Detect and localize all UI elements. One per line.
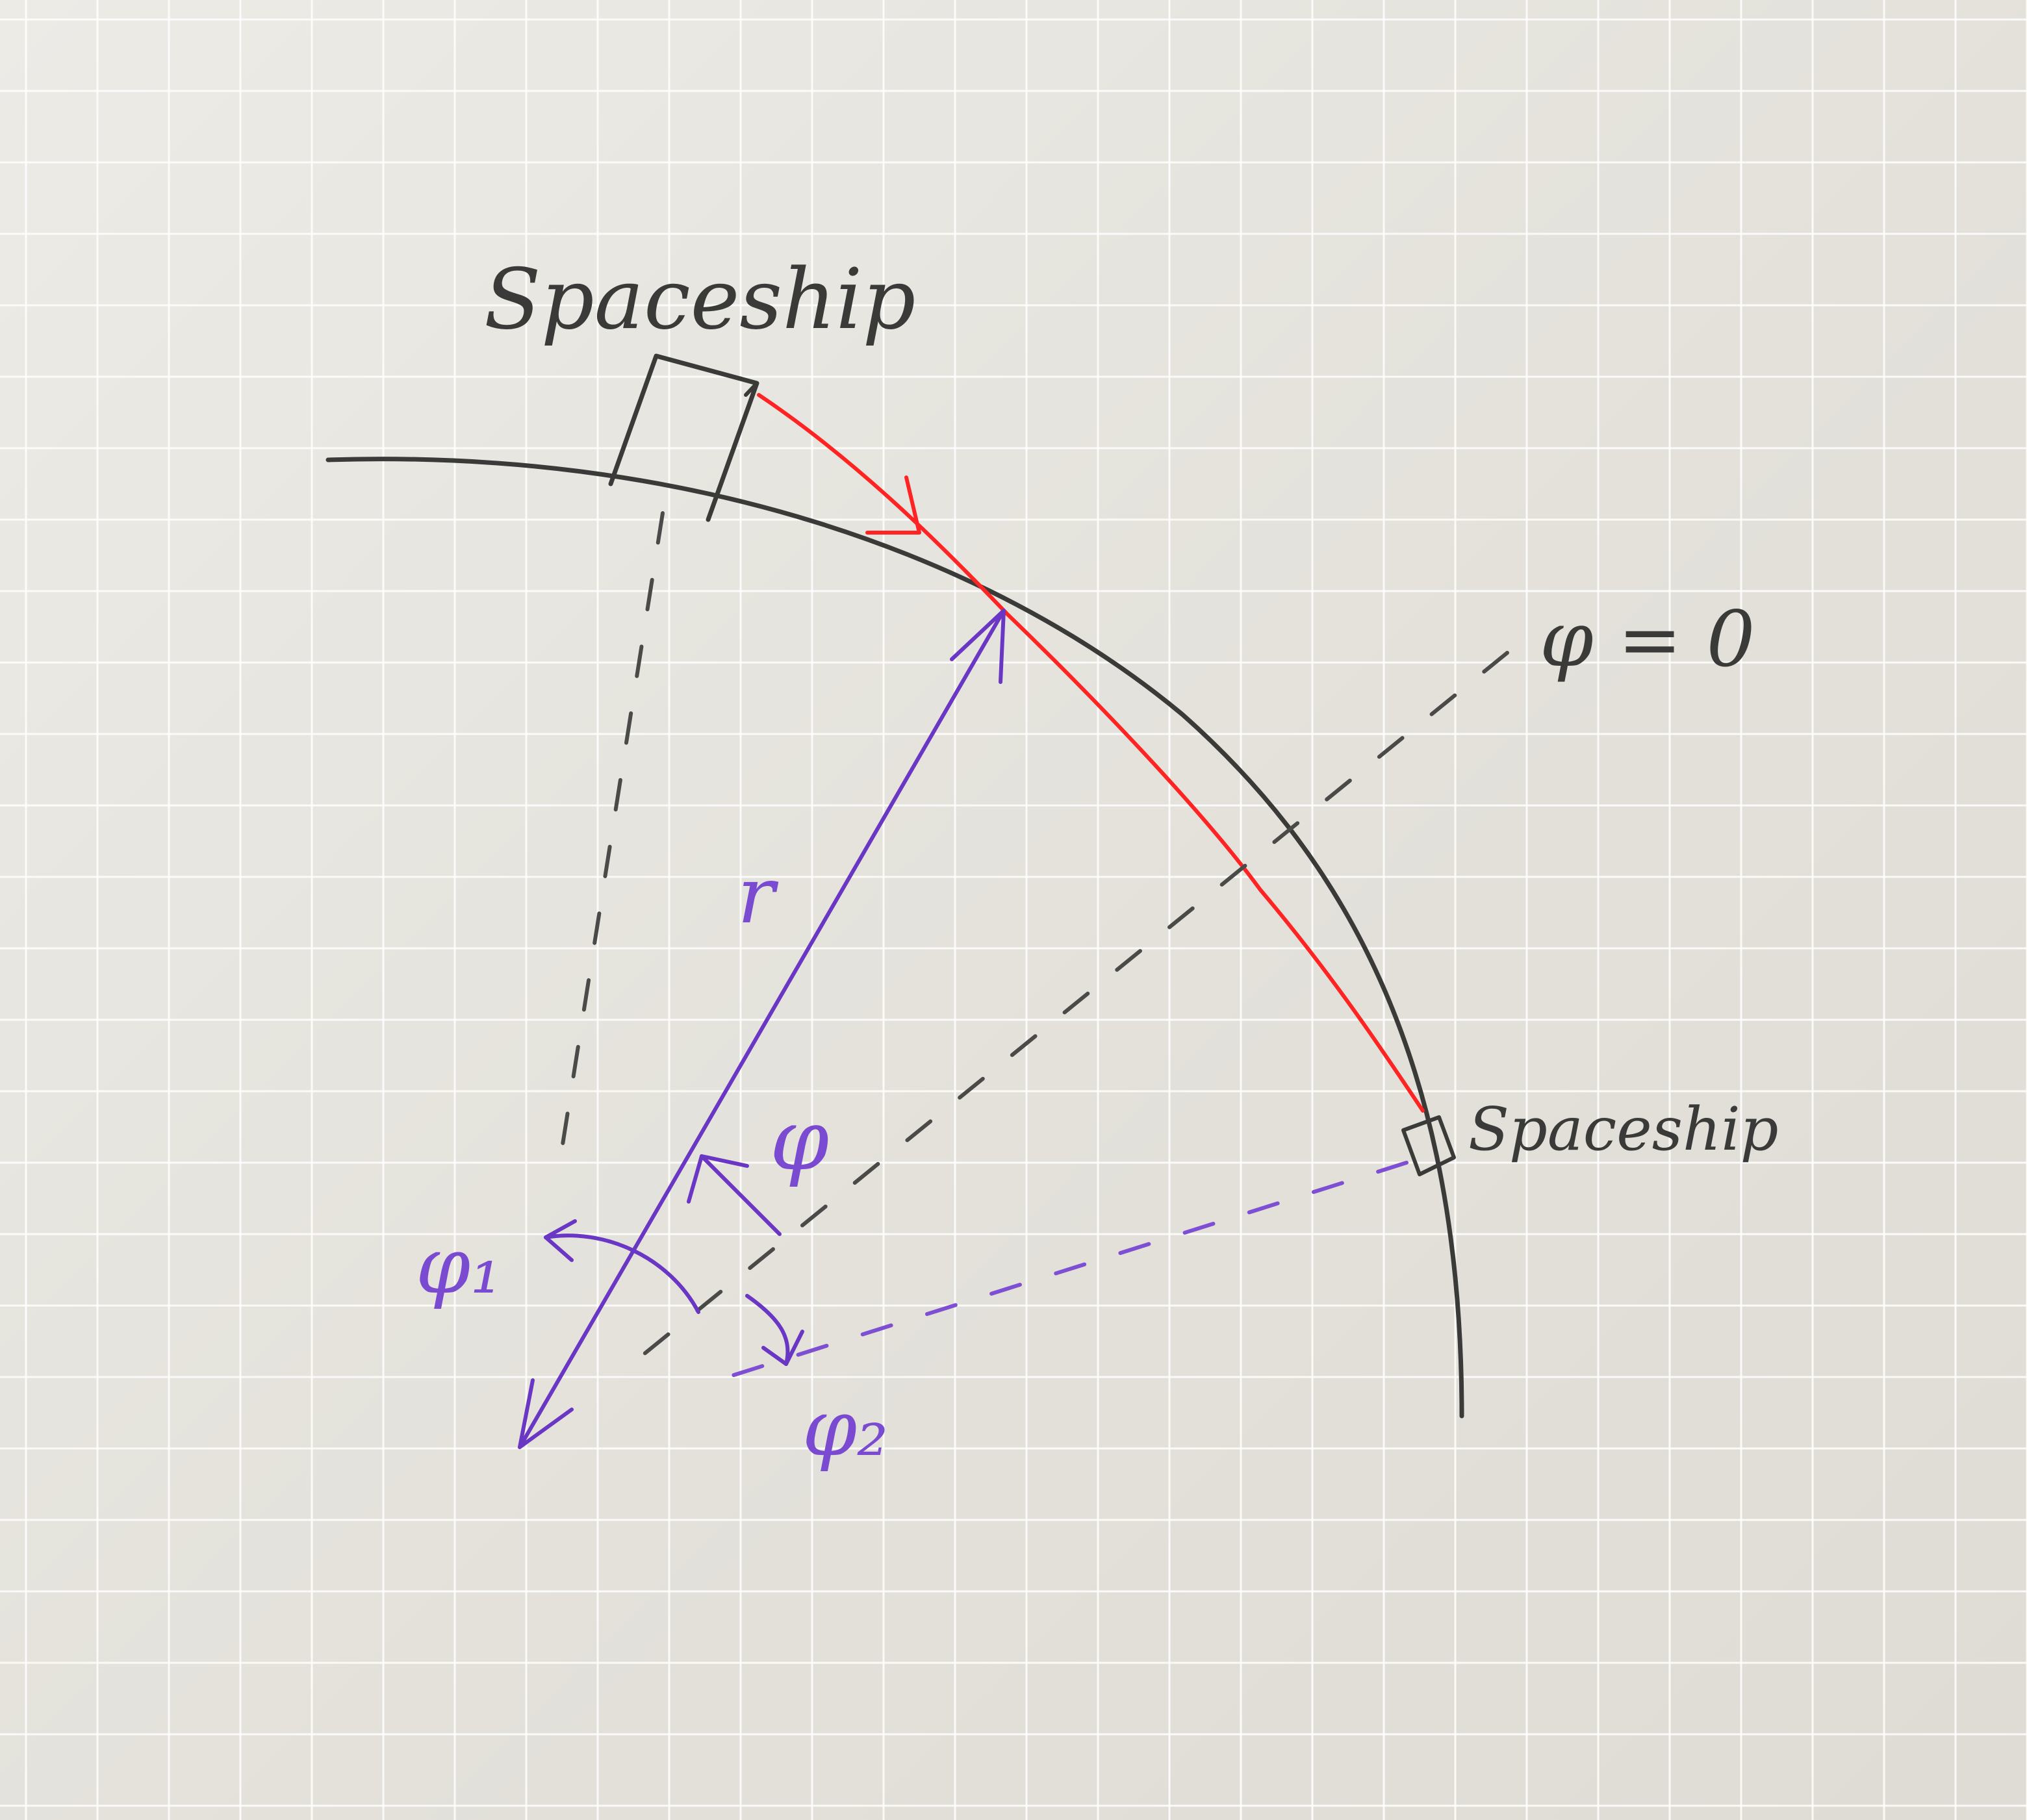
angle-phi-arc: [700, 1154, 782, 1236]
phi-label: φ: [770, 1091, 829, 1189]
spaceship-box-edge: [744, 381, 759, 397]
red-trajectory-arrowhead: [865, 475, 921, 535]
spaceship-label: Spaceship: [484, 251, 915, 348]
angle-phi1-arrowhead: [544, 1219, 577, 1262]
radial-dashed-line-phi-zero: [622, 651, 1509, 1372]
r-label: r: [737, 851, 779, 941]
angle-phi2-arc: [745, 1294, 790, 1366]
planet-surface-arc: [325, 457, 1464, 1419]
radial-dashed-line-spaceship-small: [726, 1161, 1409, 1379]
radius-vector-r: [518, 609, 1006, 1449]
small-spaceship-box: [1401, 1115, 1456, 1176]
radial-dashed-line-spaceship: [557, 511, 665, 1171]
angle-phi-arrowhead: [687, 1154, 749, 1204]
radius-vector-arrowhead: [950, 609, 1006, 684]
spaceship-box: [608, 353, 759, 522]
angle-phi1-arc: [544, 1233, 700, 1314]
small-spaceship-label: Spaceship: [1468, 1094, 1779, 1164]
red-trajectory-line: [757, 393, 1425, 1113]
radius-vector-tail-arrowhead: [518, 1378, 574, 1449]
phi-zero-label: φ = 0: [1540, 594, 1755, 684]
phi2-label: φ₂: [802, 1384, 888, 1474]
angle-phi2-arrowhead: [761, 1330, 804, 1366]
phi1-label: φ₁: [416, 1221, 502, 1311]
